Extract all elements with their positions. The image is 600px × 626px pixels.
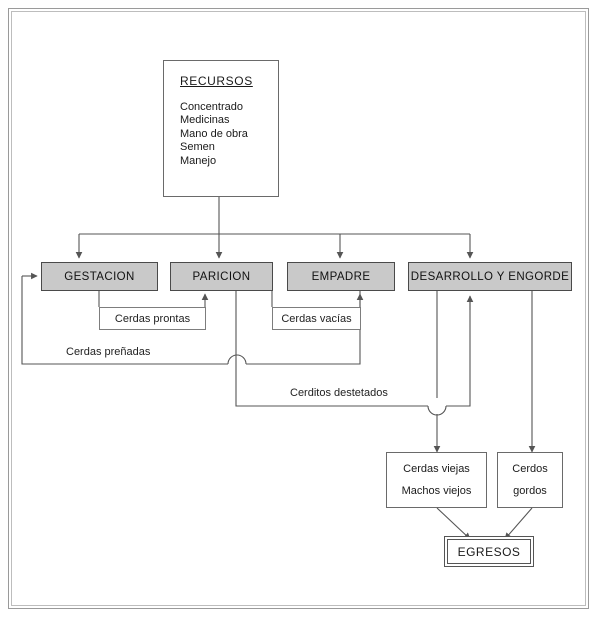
line-hop-prenadas bbox=[227, 354, 247, 365]
line-hop-destetados bbox=[427, 405, 447, 416]
label-cerdas-prenadas: Cerdas preñadas bbox=[66, 346, 151, 358]
node-desarrollo-y-engorde[interactable]: DESARROLLO Y ENGORDE bbox=[408, 262, 572, 291]
edge-paricion-destetados bbox=[235, 291, 471, 407]
label-cerditos-destetados: Cerditos destetados bbox=[290, 387, 388, 399]
recursos-item-3: Mano de obra bbox=[180, 127, 248, 140]
node-empadre[interactable]: EMPADRE bbox=[287, 262, 395, 291]
node-paricion[interactable]: PARICION bbox=[170, 262, 273, 291]
recursos-item-2: Medicinas bbox=[180, 114, 230, 127]
gordos-line-1: Cerdos bbox=[512, 463, 548, 475]
node-recursos: RECURSOS Concentrado Medicinas Mano de o… bbox=[163, 60, 279, 197]
recursos-item-1: Concentrado bbox=[180, 100, 243, 113]
outer-frame-inner bbox=[11, 11, 586, 606]
node-egresos: EGRESOS bbox=[447, 539, 531, 564]
edge-viejos-to-egresos bbox=[436, 507, 471, 540]
node-cerdas-prontas: Cerdas prontas bbox=[99, 307, 206, 330]
viejos-line-1: Cerdas viejas bbox=[403, 463, 470, 475]
outer-frame bbox=[8, 8, 589, 609]
recursos-item-4: Semen bbox=[180, 141, 215, 154]
recursos-heading: RECURSOS bbox=[180, 74, 253, 88]
node-cerdas-machos-viejos: Cerdas viejas Machos viejos bbox=[386, 452, 487, 508]
viejos-line-2: Machos viejos bbox=[401, 485, 472, 497]
edge-gordos-to-egresos bbox=[504, 507, 533, 540]
gordos-line-2: gordos bbox=[513, 485, 547, 497]
node-gestacion[interactable]: GESTACION bbox=[41, 262, 158, 291]
node-cerdas-vacias: Cerdas vacías bbox=[272, 307, 361, 330]
recursos-item-5: Manejo bbox=[180, 154, 217, 167]
node-cerdos-gordos: Cerdos gordos bbox=[497, 452, 563, 508]
